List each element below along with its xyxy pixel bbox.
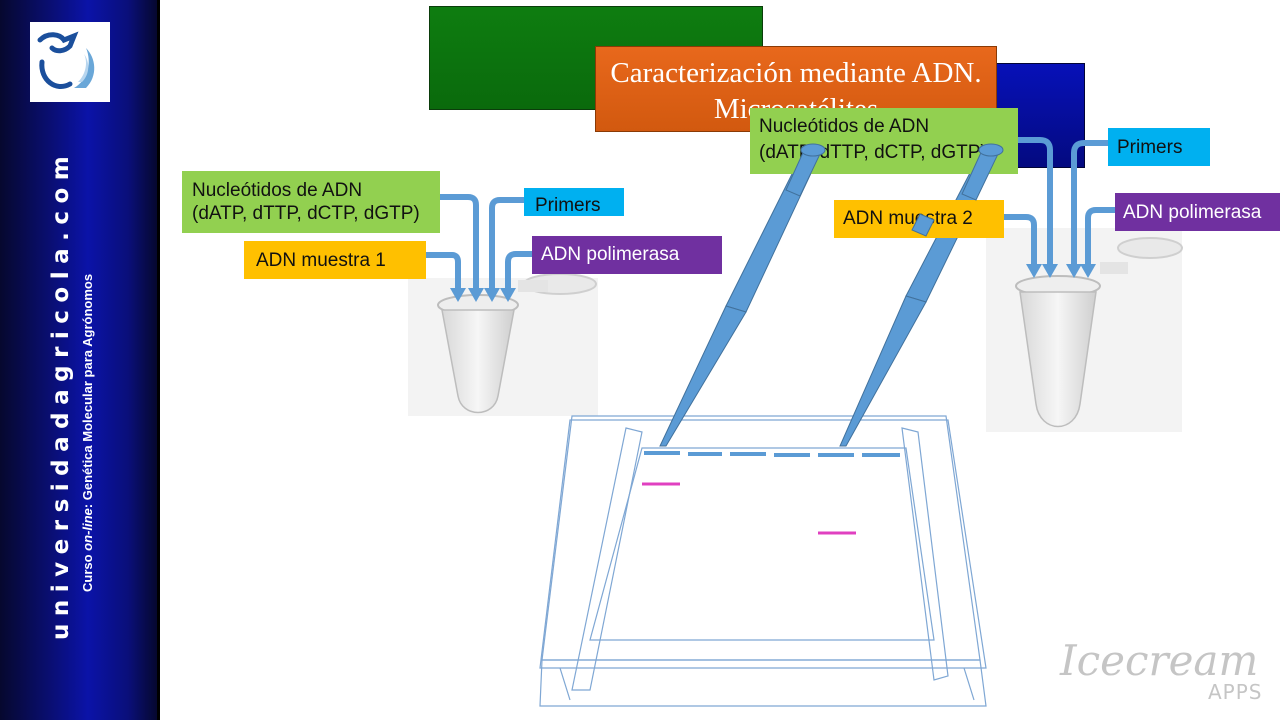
gel-wells [644, 451, 900, 457]
sidebar: universidadagricola.com Curso on-line: G… [0, 0, 160, 720]
electrophoresis-gel [539, 415, 987, 707]
label-polymerase-left: ADN polimerasa [532, 236, 722, 274]
arrowheads-left [450, 288, 516, 302]
nucleotides-left-line2: (dATP, dTTP, dCTP, dGTP) [192, 203, 420, 224]
arrowheads-right [1026, 264, 1096, 278]
watermark-logo: Icecream [1060, 636, 1259, 685]
arrows-left [426, 194, 532, 290]
logo-icon [37, 31, 95, 89]
arrows-right [1004, 137, 1116, 266]
sidebar-divider [157, 0, 160, 720]
gel-bands [642, 482, 856, 535]
label-primers-left: Primers [524, 188, 624, 216]
label-polymerase-right: ADN polimerasa [1115, 193, 1280, 231]
tube-right [986, 228, 1183, 432]
nucleotides-left-line1: Nucleótidos de ADN [192, 180, 363, 201]
watermark-sub: APPS [1208, 680, 1263, 704]
label-sample-1: ADN muestra 1 [244, 241, 426, 279]
tube-left [408, 273, 598, 416]
nucleotides-right-line1: Nucleótidos de ADN [759, 116, 930, 137]
university-logo [30, 22, 110, 102]
label-primers-right: Primers [1108, 128, 1210, 166]
label-nucleotides-left: Nucleótidos de ADN (dATP, dTTP, dCTP, dG… [182, 171, 440, 233]
